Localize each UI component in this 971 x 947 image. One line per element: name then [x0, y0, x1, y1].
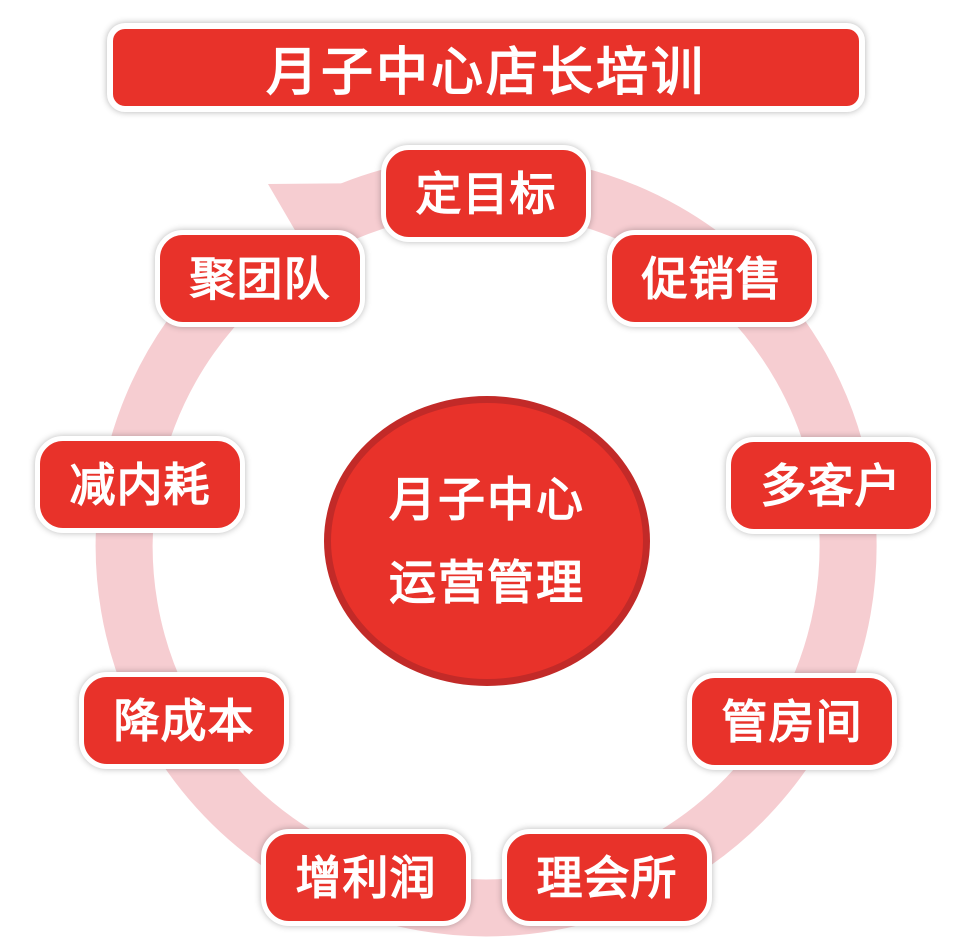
cycle-node-label: 管房间: [721, 695, 863, 748]
cycle-node-label: 定目标: [415, 167, 557, 220]
center-circle: 月子中心 运营管理: [324, 396, 650, 686]
cycle-node-boost-sales: 促销售: [607, 230, 817, 327]
cycle-node-label: 促销售: [641, 252, 783, 305]
cycle-node-label: 降成本: [113, 694, 255, 747]
cycle-node-increase-profit: 增利润: [261, 829, 471, 926]
cycle-node-label: 多客户: [760, 459, 902, 512]
cycle-node-label: 理会所: [536, 851, 678, 904]
cycle-node-label: 聚团队: [189, 252, 331, 305]
center-title-line2: 运营管理: [389, 556, 585, 609]
title-banner: 月子中心店长培训: [107, 23, 865, 112]
cycle-node-label: 增利润: [295, 851, 437, 904]
cycle-node-build-team: 聚团队: [155, 230, 365, 327]
page-title: 月子中心店长培训: [265, 44, 706, 102]
cycle-node-reduce-cost: 降成本: [79, 672, 289, 769]
cycle-node-more-customers: 多客户: [726, 437, 936, 534]
center-title-line1: 月子中心: [389, 473, 585, 526]
cycle-node-label: 减内耗: [69, 458, 211, 511]
cycle-node-reduce-friction: 减内耗: [35, 436, 245, 533]
cycle-node-manage-rooms: 管房间: [687, 673, 897, 770]
cycle-node-manage-club: 理会所: [502, 829, 712, 926]
cycle-node-set-goals: 定目标: [381, 145, 591, 242]
